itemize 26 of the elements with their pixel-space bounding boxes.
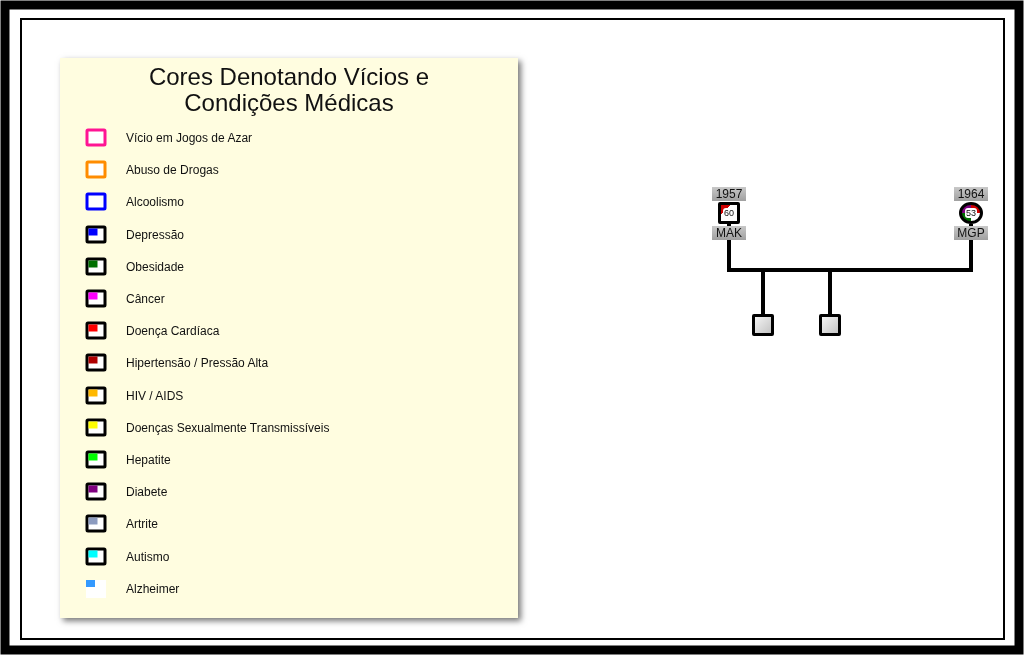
male-symbol bbox=[819, 314, 841, 336]
legend-label: Doença Cardíaca bbox=[126, 324, 220, 339]
name-label: MGP bbox=[954, 226, 988, 240]
legend-title: Cores Denotando Vícios e Condições Médicas bbox=[147, 64, 431, 116]
legend-label: Depressão bbox=[126, 227, 185, 242]
legend-label: Hipertensão / Pressão Alta bbox=[126, 356, 269, 371]
legend-label: Hepatite bbox=[126, 453, 171, 467]
birth-year-label: 1964 bbox=[954, 187, 988, 201]
female-symbol bbox=[959, 202, 983, 224]
age-label: 60 bbox=[723, 208, 735, 218]
legend-label: Autismo bbox=[126, 549, 170, 564]
legend-label: Alzheimer bbox=[126, 581, 180, 596]
legend-label: Abuso de Drogas bbox=[126, 163, 219, 178]
legend-label: HIV / AIDS bbox=[126, 388, 184, 403]
male-symbol bbox=[752, 314, 774, 336]
birth-year-label: 1957 bbox=[712, 187, 746, 201]
male-symbol bbox=[718, 202, 740, 224]
legend-label: Câncer bbox=[126, 292, 165, 306]
legend-label: Diabete bbox=[126, 485, 168, 500]
age-label: 53 bbox=[965, 208, 977, 218]
legend-label: Vício em Jogos de Azar bbox=[126, 131, 253, 145]
legend-label: Artrite bbox=[126, 517, 158, 532]
legend-label: Alcoolismo bbox=[126, 195, 185, 210]
legend-label: Doenças Sexualmente Transmissíveis bbox=[126, 420, 330, 435]
legend-label: Obesidade bbox=[126, 259, 185, 274]
name-label: MAK bbox=[712, 226, 746, 240]
